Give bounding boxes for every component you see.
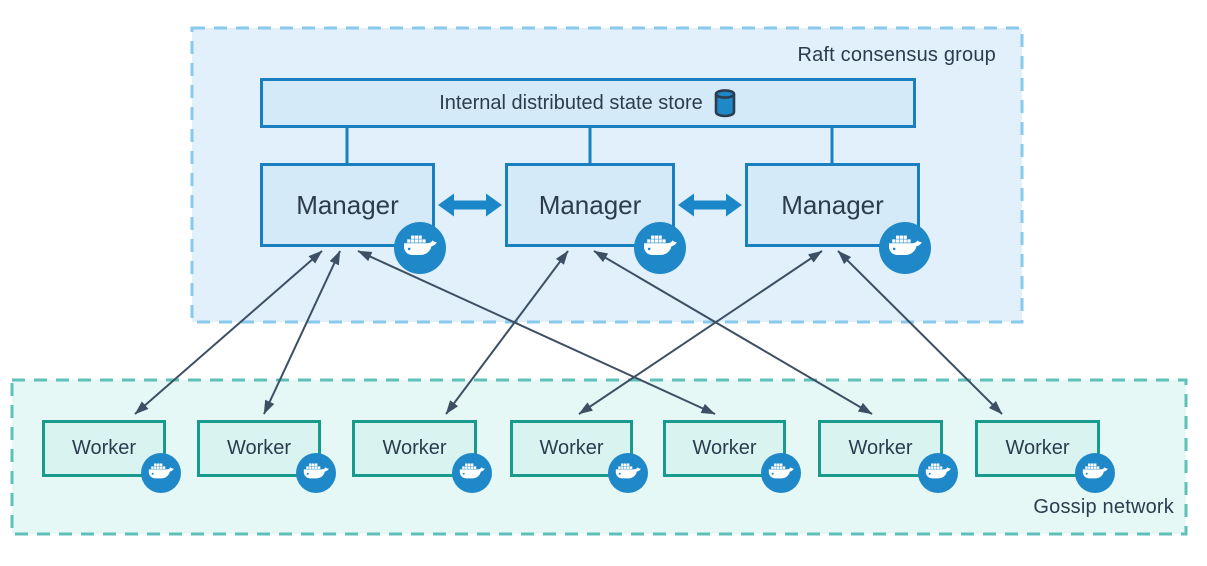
docker-whale-icon: [761, 453, 801, 493]
worker-box-5: Worker: [663, 420, 801, 493]
manager-label: Manager: [781, 189, 884, 220]
manager-box-3: Manager: [745, 163, 931, 274]
worker-label: Worker: [848, 437, 913, 459]
docker-whale-icon: [608, 453, 648, 493]
worker-label: Worker: [692, 437, 757, 459]
state-store-box: Internal distributed state store: [260, 78, 916, 128]
manager-worker-link: [263, 250, 341, 415]
manager-label: Manager: [538, 189, 642, 220]
docker-whale-icon: [141, 453, 181, 493]
worker-label: Worker: [539, 437, 604, 459]
worker-box-6: Worker: [818, 420, 958, 493]
manager-worker-link: [578, 250, 823, 415]
worker-box-2: Worker: [197, 420, 336, 493]
worker-box-7: Worker: [975, 420, 1115, 493]
worker-label: Worker: [1005, 437, 1070, 459]
docker-whale-icon: [452, 453, 492, 493]
manager-worker-link: [445, 250, 569, 415]
manager-peer-arrow: [678, 193, 742, 217]
manager-box-1: Manager: [260, 163, 446, 274]
docker-whale-icon: [634, 222, 686, 274]
worker-label: Worker: [226, 437, 292, 459]
manager-box-2: Manager: [505, 163, 686, 274]
worker-box-1: Worker: [42, 420, 181, 493]
manager-peer-arrow: [438, 193, 502, 217]
worker-box-4: Worker: [510, 420, 648, 493]
worker-label: Worker: [71, 437, 137, 459]
database-cylinder-icon: [713, 88, 737, 118]
manager-worker-link: [837, 250, 1003, 415]
worker-label: Worker: [382, 437, 447, 459]
raft-consensus-group-label: Raft consensus group: [797, 44, 996, 66]
docker-whale-icon: [394, 222, 446, 274]
gossip-network-label: Gossip network: [1033, 496, 1174, 518]
manager-label: Manager: [296, 189, 399, 220]
docker-whale-icon: [918, 453, 958, 493]
worker-box-3: Worker: [352, 420, 492, 493]
docker-whale-icon: [1075, 453, 1115, 493]
docker-whale-icon: [296, 453, 336, 493]
docker-whale-icon: [879, 222, 931, 274]
state-store-label: Internal distributed state store: [439, 91, 703, 114]
